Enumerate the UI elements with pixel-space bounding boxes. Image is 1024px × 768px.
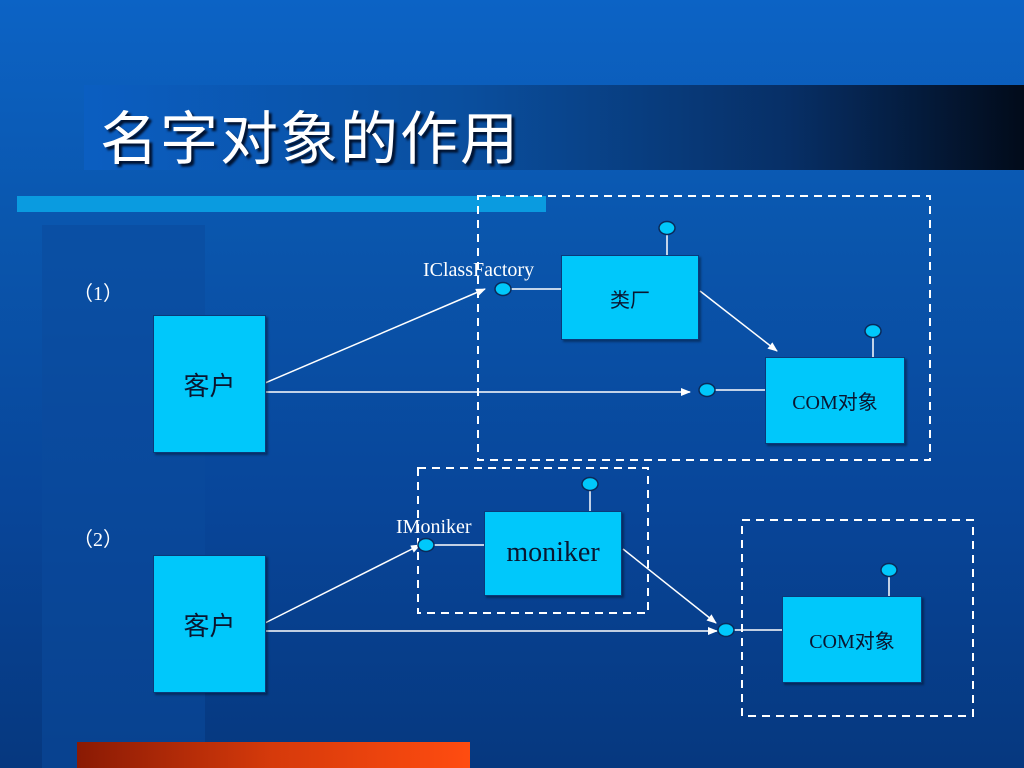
com-object-box-1: COM对象: [765, 357, 905, 444]
moniker-binds-object-arrow: [622, 548, 717, 624]
imoniker-label: IMoniker: [396, 516, 472, 538]
com-object-boundary-2: [741, 519, 974, 717]
factory-creates-object-arrow: [699, 290, 778, 352]
com-object-box-2: COM对象: [782, 596, 922, 683]
client-box-1: 客户: [153, 315, 266, 453]
factory-iunknown-dot: [658, 220, 676, 236]
object2-iunknown-dot: [880, 562, 898, 578]
object2-interface-dot: [717, 622, 735, 638]
client1-to-factory-arrow: [264, 288, 486, 384]
object1-iunknown-dot: [864, 323, 882, 339]
accent-bar: [17, 196, 546, 212]
moniker-boundary: [417, 467, 649, 614]
title-bar: [84, 85, 1024, 170]
slide-title: 名字对象的作用: [100, 105, 521, 173]
object1-interface-dot: [698, 382, 716, 398]
scenario-2-label: （2）: [73, 529, 123, 551]
class-factory-box: 类厂: [561, 255, 699, 340]
scenario-1-label: （1）: [73, 283, 123, 305]
group-boundary-1: [477, 195, 931, 461]
client-box-2: 客户: [153, 555, 266, 693]
bottom-bar: [77, 742, 470, 768]
iclassfactory-dot: [494, 281, 512, 297]
client2-to-moniker-arrow: [264, 544, 421, 624]
imoniker-dot: [417, 537, 435, 553]
moniker-box: moniker: [484, 511, 622, 596]
moniker-iunknown-dot: [581, 476, 599, 492]
iclassfactory-label: IClassFactory: [423, 259, 535, 281]
